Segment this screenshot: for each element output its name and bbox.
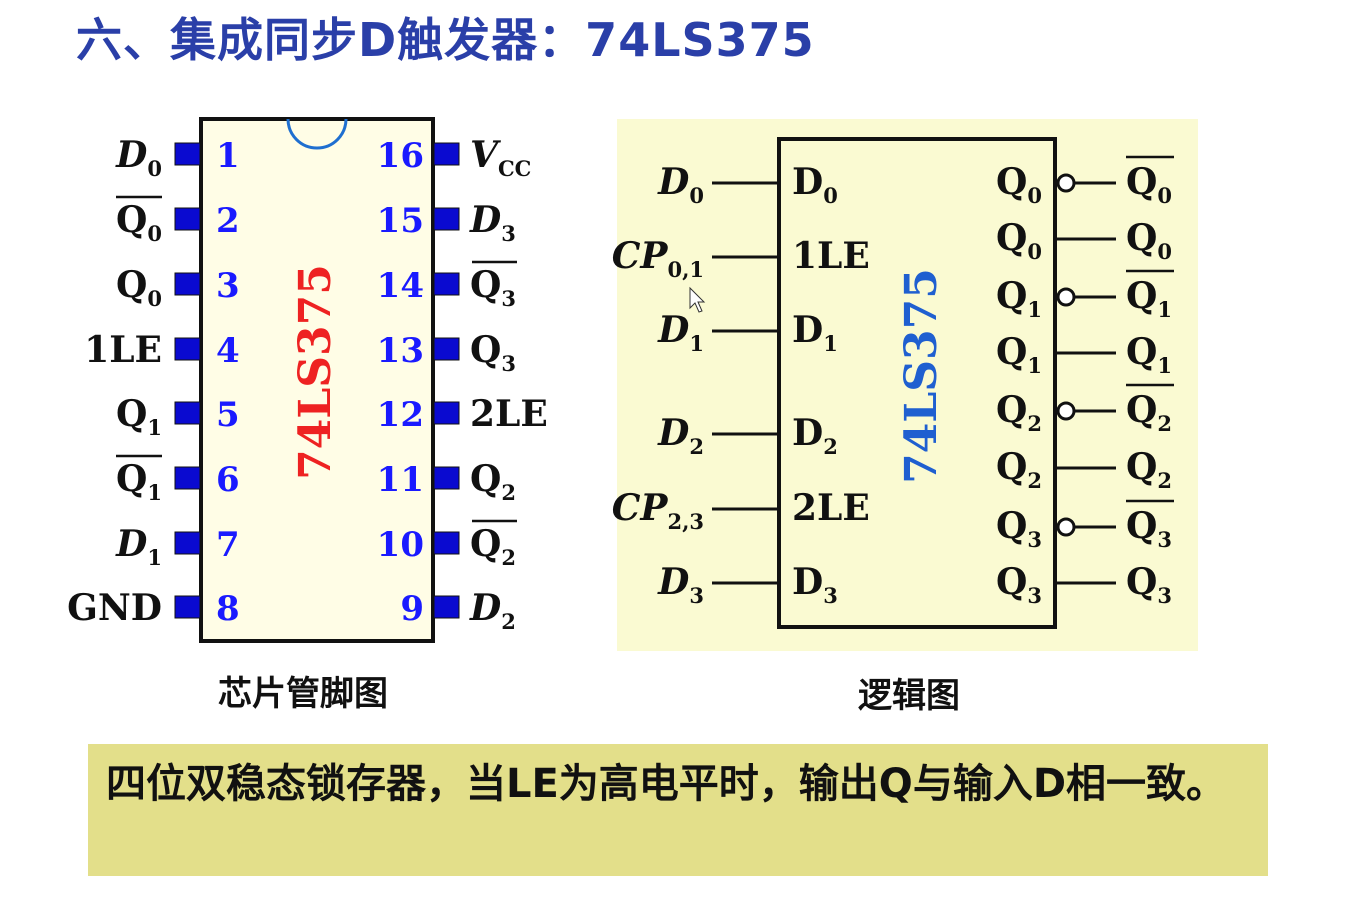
input-internal-label: 2LE [792,487,870,529]
pin-number: 9 [400,589,424,629]
pin-pad-right [433,595,460,619]
pin-number: 16 [377,136,424,176]
pin-pad-left [174,207,201,231]
pin-name-left: Q0 [116,199,162,246]
input-external-label: D3 [657,561,704,608]
output-internal-label: Q2 [996,446,1042,493]
pin-name-right: Q3 [470,264,516,311]
pin-number: 4 [216,331,240,371]
logic-block [777,137,1057,629]
input-external-label: D2 [657,412,704,459]
input-internal-label: D3 [792,561,838,608]
output-external-label: Q1 [1126,331,1172,378]
pin-name-left: D0 [115,134,162,181]
pinout-caption: 芯片管脚图 [218,674,388,714]
pin-number: 1 [216,136,240,176]
pin-name-left: GND [67,587,162,629]
pin-name-left: Q0 [116,264,162,311]
page-title: 六、集成同步D触发器：74LS375 [76,13,815,67]
pin-pad-right [433,466,460,490]
input-external-label: D0 [657,161,704,208]
pin-name-right: 2LE [470,393,548,435]
pin-number: 11 [377,460,424,500]
pin-name-right: VCC [470,134,531,181]
inversion-bubble [1056,401,1076,421]
inversion-bubble [1056,287,1076,307]
input-external-label: D1 [657,309,704,356]
pin-number: 2 [216,201,240,241]
description-note: 四位双稳态锁存器，当LE为高电平时，输出Q与输入D相一致。 [88,744,1268,876]
input-internal-label: D1 [792,309,838,356]
pin-name-left: Q1 [116,393,162,440]
pin-name-right: Q2 [470,458,516,505]
output-internal-label: Q1 [996,275,1042,322]
pin-pad-left [174,337,201,361]
chip-notch [286,118,348,150]
output-external-label: Q3 [1126,505,1172,552]
output-internal-label: Q3 [996,561,1042,608]
chip-label: 74LS375 [290,264,341,480]
pin-number: 5 [216,395,240,435]
logic-panel [617,119,1198,651]
output-internal-label: Q1 [996,331,1042,378]
input-internal-label: D2 [792,412,838,459]
inversion-bubble [1056,517,1076,537]
pin-pad-right [433,207,460,231]
pin-name-right: D2 [469,587,516,634]
pin-name-right: D3 [469,199,516,246]
pin-pad-left [174,401,201,425]
output-external-label: Q0 [1126,217,1172,264]
logic-chip-label: 74LS375 [896,268,947,484]
pin-number: 8 [216,589,240,629]
pin-number: 6 [216,460,240,500]
pin-pad-right [433,337,460,361]
input-internal-label: 1LE [792,235,870,277]
pin-number: 14 [377,266,424,306]
pin-pad-left [174,272,201,296]
output-external-label: Q2 [1126,389,1172,436]
pin-number: 13 [377,331,424,371]
pin-name-left: D1 [115,523,162,570]
cursor-icon [689,286,706,313]
pin-pad-left [174,531,201,555]
pin-pad-left [174,466,201,490]
pin-name-right: Q3 [470,329,516,376]
pin-pad-left [174,142,201,166]
output-internal-label: Q3 [996,505,1042,552]
pin-pad-left [174,595,201,619]
pin-number: 15 [377,201,424,241]
output-internal-label: Q0 [996,161,1042,208]
output-external-label: Q3 [1126,561,1172,608]
pin-pad-right [433,531,460,555]
output-external-label: Q1 [1126,275,1172,322]
output-external-label: Q0 [1126,161,1172,208]
pin-pad-right [433,272,460,296]
inversion-bubble [1056,173,1076,193]
pin-name-left: 1LE [84,329,162,371]
chip-body [199,117,435,643]
pin-number: 3 [216,266,240,306]
pin-pad-right [433,142,460,166]
input-external-label: CP2,3 [612,487,704,534]
pin-name-left: Q1 [116,458,162,505]
input-external-label: CP0,1 [612,235,704,282]
output-external-label: Q2 [1126,446,1172,493]
pin-number: 7 [216,525,240,565]
output-internal-label: Q0 [996,217,1042,264]
logic-caption: 逻辑图 [858,676,960,716]
output-internal-label: Q2 [996,389,1042,436]
input-internal-label: D0 [792,161,838,208]
pin-name-right: Q2 [470,523,516,570]
pin-pad-right [433,401,460,425]
pin-number: 10 [377,525,424,565]
pin-number: 12 [377,395,424,435]
